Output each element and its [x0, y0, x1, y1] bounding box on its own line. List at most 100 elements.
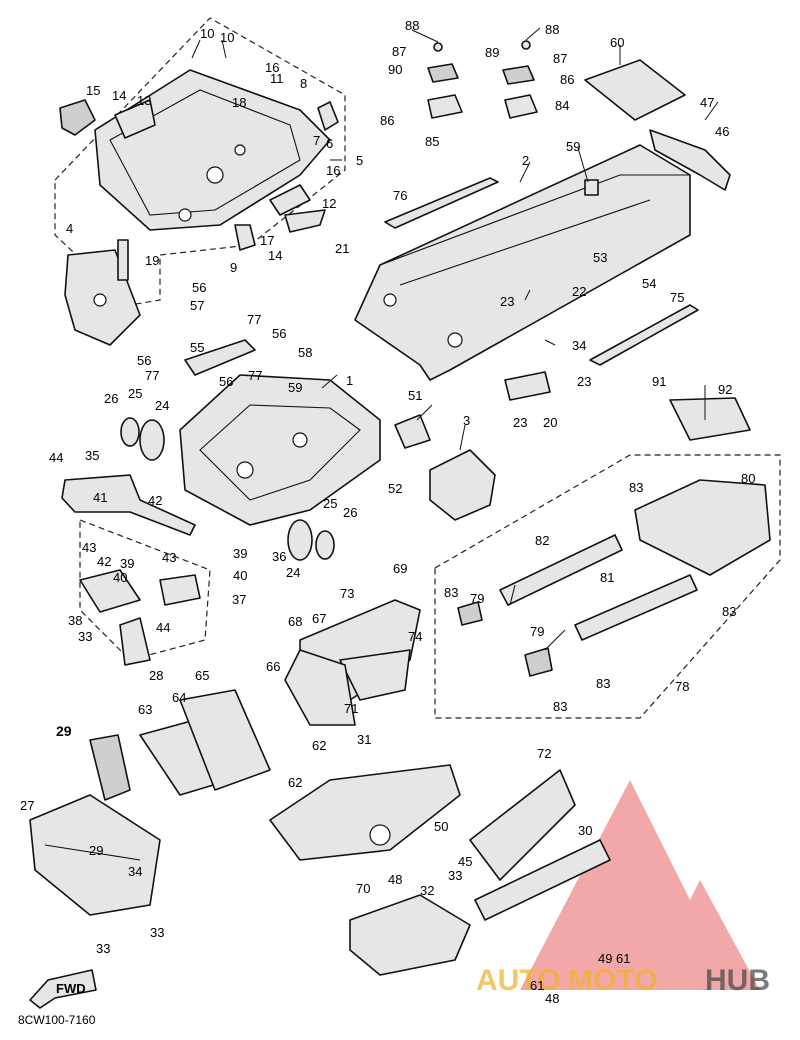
- label-79a: 79: [470, 591, 484, 606]
- group-box-bracket-assembly: [434, 454, 781, 719]
- label-45: 45: [458, 854, 472, 869]
- cushion-90: [427, 63, 459, 83]
- support-28: [119, 617, 151, 666]
- bracket-20: [504, 371, 551, 401]
- label-29b: 29: [89, 843, 103, 858]
- label-87a: 87: [392, 44, 406, 59]
- label-26a: 26: [104, 391, 118, 406]
- label-26b: 26: [343, 505, 357, 520]
- pad-60: [584, 59, 686, 121]
- label-34b: 34: [128, 864, 142, 879]
- bracket-3: [429, 449, 496, 521]
- label-29a: 29: [56, 723, 72, 739]
- front-frame-upper: [59, 69, 339, 251]
- label-15: 15: [86, 83, 100, 98]
- label-39a: 39: [120, 556, 134, 571]
- label-55: 55: [190, 340, 204, 355]
- label-20: 20: [543, 415, 557, 430]
- label-83d: 83: [596, 676, 610, 691]
- label-25b: 25: [323, 496, 337, 511]
- label-22: 22: [572, 284, 586, 299]
- label-50: 50: [434, 819, 448, 834]
- label-86b: 86: [560, 72, 574, 87]
- label-24a: 24: [155, 398, 169, 413]
- label-78: 78: [675, 679, 689, 694]
- label-51: 51: [408, 388, 422, 403]
- label-80: 80: [741, 471, 755, 486]
- label-27: 27: [20, 798, 34, 813]
- automotohub-watermark: AUTO MOTO HUB: [476, 780, 770, 997]
- label-23c: 23: [513, 415, 527, 430]
- label-61b: 61: [616, 951, 630, 966]
- rail-81: [574, 574, 698, 641]
- label-1: 1: [346, 373, 353, 388]
- diagram-code: 8CW100-7160: [18, 1013, 96, 1027]
- label-16a: 16: [265, 60, 279, 75]
- label-73: 73: [340, 586, 354, 601]
- mount-92: [669, 397, 751, 441]
- watermark-word-moto: MOTO: [568, 964, 657, 997]
- label-23b: 23: [577, 374, 591, 389]
- label-13: 13: [137, 93, 151, 108]
- label-6: 6: [326, 136, 333, 151]
- nut-88a: [433, 42, 443, 52]
- label-9: 9: [230, 260, 237, 275]
- label-23a: 23: [500, 294, 514, 309]
- label-8: 8: [300, 76, 307, 91]
- label-49: 49: [598, 951, 612, 966]
- label-83e: 83: [553, 699, 567, 714]
- label-40b: 40: [233, 568, 247, 583]
- bumper-70: [349, 894, 471, 976]
- label-11: 11: [270, 71, 284, 86]
- label-75: 75: [670, 290, 684, 305]
- floor-hole: [369, 824, 391, 846]
- label-56d: 56: [219, 374, 233, 389]
- bracket-51: [394, 414, 431, 449]
- rail-strip-75: [589, 304, 699, 366]
- label-33d: 33: [448, 868, 462, 883]
- label-74: 74: [408, 629, 422, 644]
- label-35: 35: [85, 448, 99, 463]
- clamp-85: [427, 94, 463, 119]
- label-69: 69: [393, 561, 407, 576]
- floor-31: [269, 764, 461, 861]
- label-43b: 43: [162, 550, 176, 565]
- label-19: 19: [145, 253, 159, 268]
- label-33b: 33: [96, 941, 110, 956]
- panel-64: [179, 689, 271, 791]
- label-56c: 56: [137, 353, 151, 368]
- label-84: 84: [555, 98, 569, 113]
- label-10a: 10: [200, 26, 214, 41]
- label-77b: 77: [145, 368, 159, 383]
- label-67: 67: [312, 611, 326, 626]
- label-76: 76: [393, 188, 407, 203]
- label-37: 37: [232, 592, 246, 607]
- label-52: 52: [388, 481, 402, 496]
- label-48b: 48: [545, 991, 559, 1006]
- bracket-38: [79, 569, 141, 613]
- bracket-46: [649, 129, 731, 191]
- label-47: 47: [700, 95, 714, 110]
- label-10b: 10: [220, 30, 234, 45]
- label-87b: 87: [553, 51, 567, 66]
- label-59b: 59: [288, 380, 302, 395]
- label-2: 2: [522, 153, 529, 168]
- label-41: 41: [93, 490, 107, 505]
- pad-79-lower: [524, 647, 553, 677]
- label-82: 82: [535, 533, 549, 548]
- front-cowl-27: [29, 734, 161, 916]
- watermark-triangle-logo: [520, 780, 760, 990]
- label-88b: 88: [545, 22, 559, 37]
- label-77c: 77: [248, 368, 262, 383]
- label-66: 66: [266, 659, 280, 674]
- label-25a: 25: [128, 386, 142, 401]
- label-31: 31: [357, 732, 371, 747]
- tunnel-panel-2: [354, 144, 691, 381]
- cushion-89: [502, 65, 535, 85]
- label-65: 65: [195, 668, 209, 683]
- label-77a: 77: [247, 312, 261, 327]
- label-61a: 61: [530, 978, 544, 993]
- label-54: 54: [642, 276, 656, 291]
- label-83a: 83: [629, 480, 643, 495]
- label-70: 70: [356, 881, 370, 896]
